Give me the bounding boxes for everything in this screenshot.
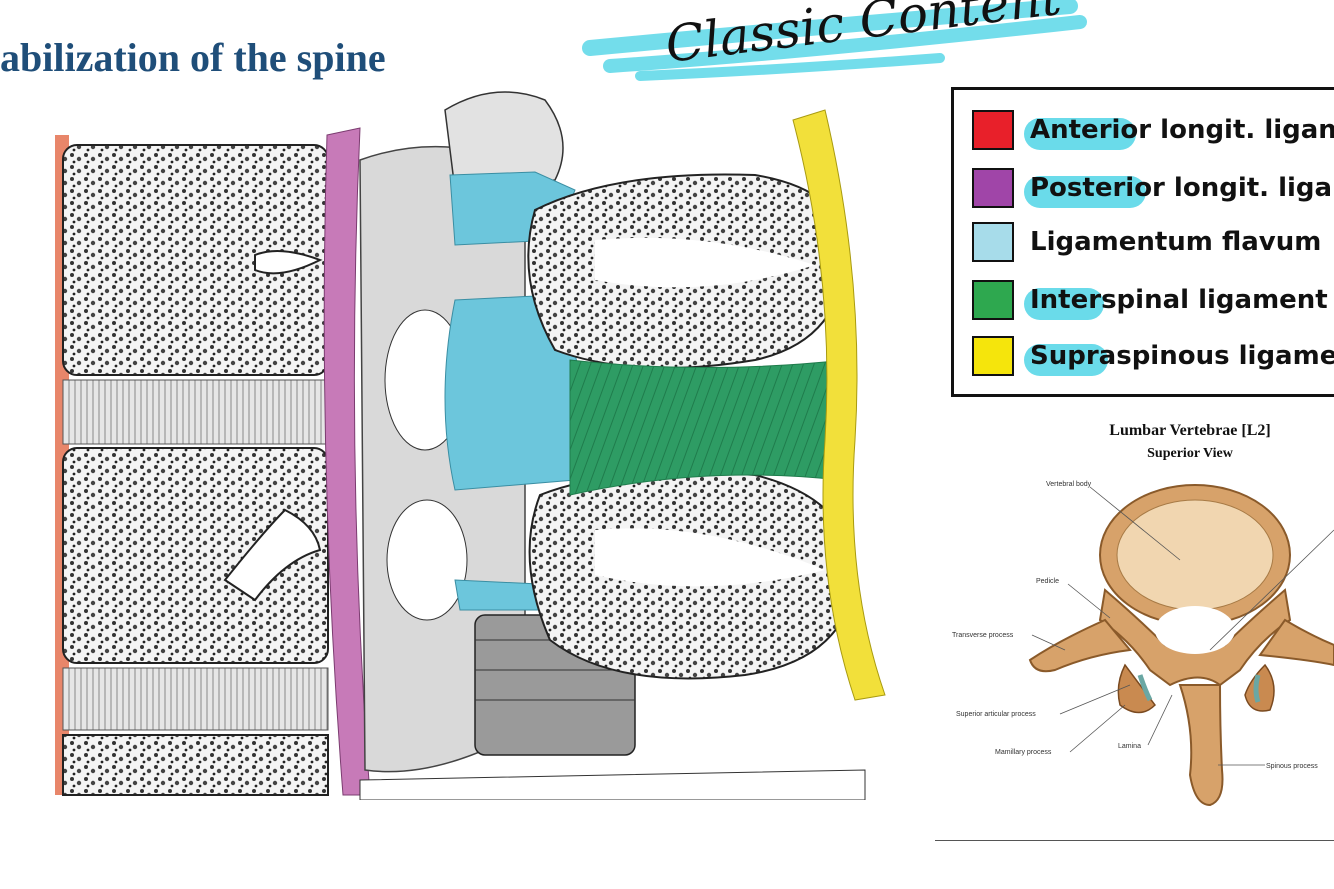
slide-title: abilization of the spine — [0, 35, 386, 80]
legend-item: Interspinal ligament — [972, 278, 1328, 322]
legend-swatch-light-blue — [972, 222, 1014, 262]
label-transverse-process: Transverse process — [952, 632, 1014, 639]
lumbar-vertebra-illustration: Vertebral body Pedicle Transverse proces… — [952, 481, 1334, 807]
label-lamina: Lamina — [1118, 743, 1141, 750]
ligament-legend: Anterior longit. ligan Posterior longit.… — [951, 87, 1334, 397]
spine-ligament-diagram — [55, 91, 886, 800]
label-superior-articular-process: Superior articular process — [956, 711, 1036, 718]
legend-label: Posterior longit. ligar — [1024, 173, 1334, 208]
label-spinous-process: Spinous process — [1266, 763, 1318, 770]
label-vertebral-body: Vertebral body — [1046, 481, 1092, 488]
supraspinous-ligament — [792, 109, 886, 701]
legend-swatch-purple — [972, 168, 1014, 208]
label-mamillary-process: Mamillary process — [995, 749, 1052, 756]
label-pedicle: Pedicle — [1036, 578, 1059, 585]
legend-label: Interspinal ligament — [1024, 285, 1328, 320]
legend-label: Anterior longit. ligan — [1024, 115, 1334, 150]
legend-swatch-red — [972, 110, 1014, 150]
legend-swatch-yellow — [972, 336, 1014, 376]
legend-item: Ligamentum flavum — [972, 220, 1321, 264]
intervertebral-disc — [62, 379, 329, 445]
legend-item: Anterior longit. ligan — [972, 108, 1334, 152]
handwritten-annotation: Classic Content — [582, 0, 1087, 81]
intervertebral-disc — [62, 667, 329, 731]
legend-swatch-green — [972, 280, 1014, 320]
interspinal-ligament — [569, 359, 846, 496]
vertebra-figure-title: Lumbar Vertebrae [L2] — [1109, 422, 1271, 439]
legend-label: Ligamentum flavum — [1030, 227, 1322, 257]
vertebral-body — [62, 447, 329, 664]
divider-line — [935, 840, 1334, 841]
legend-item: Supraspinous ligame — [972, 334, 1334, 378]
vertebra-figure-subtitle: Superior View — [1147, 446, 1233, 461]
legend-label: Supraspinous ligame — [1024, 341, 1334, 376]
legend-item: Posterior longit. ligar — [972, 166, 1334, 210]
vertebral-body — [62, 734, 329, 796]
spinous-process — [1178, 684, 1224, 807]
